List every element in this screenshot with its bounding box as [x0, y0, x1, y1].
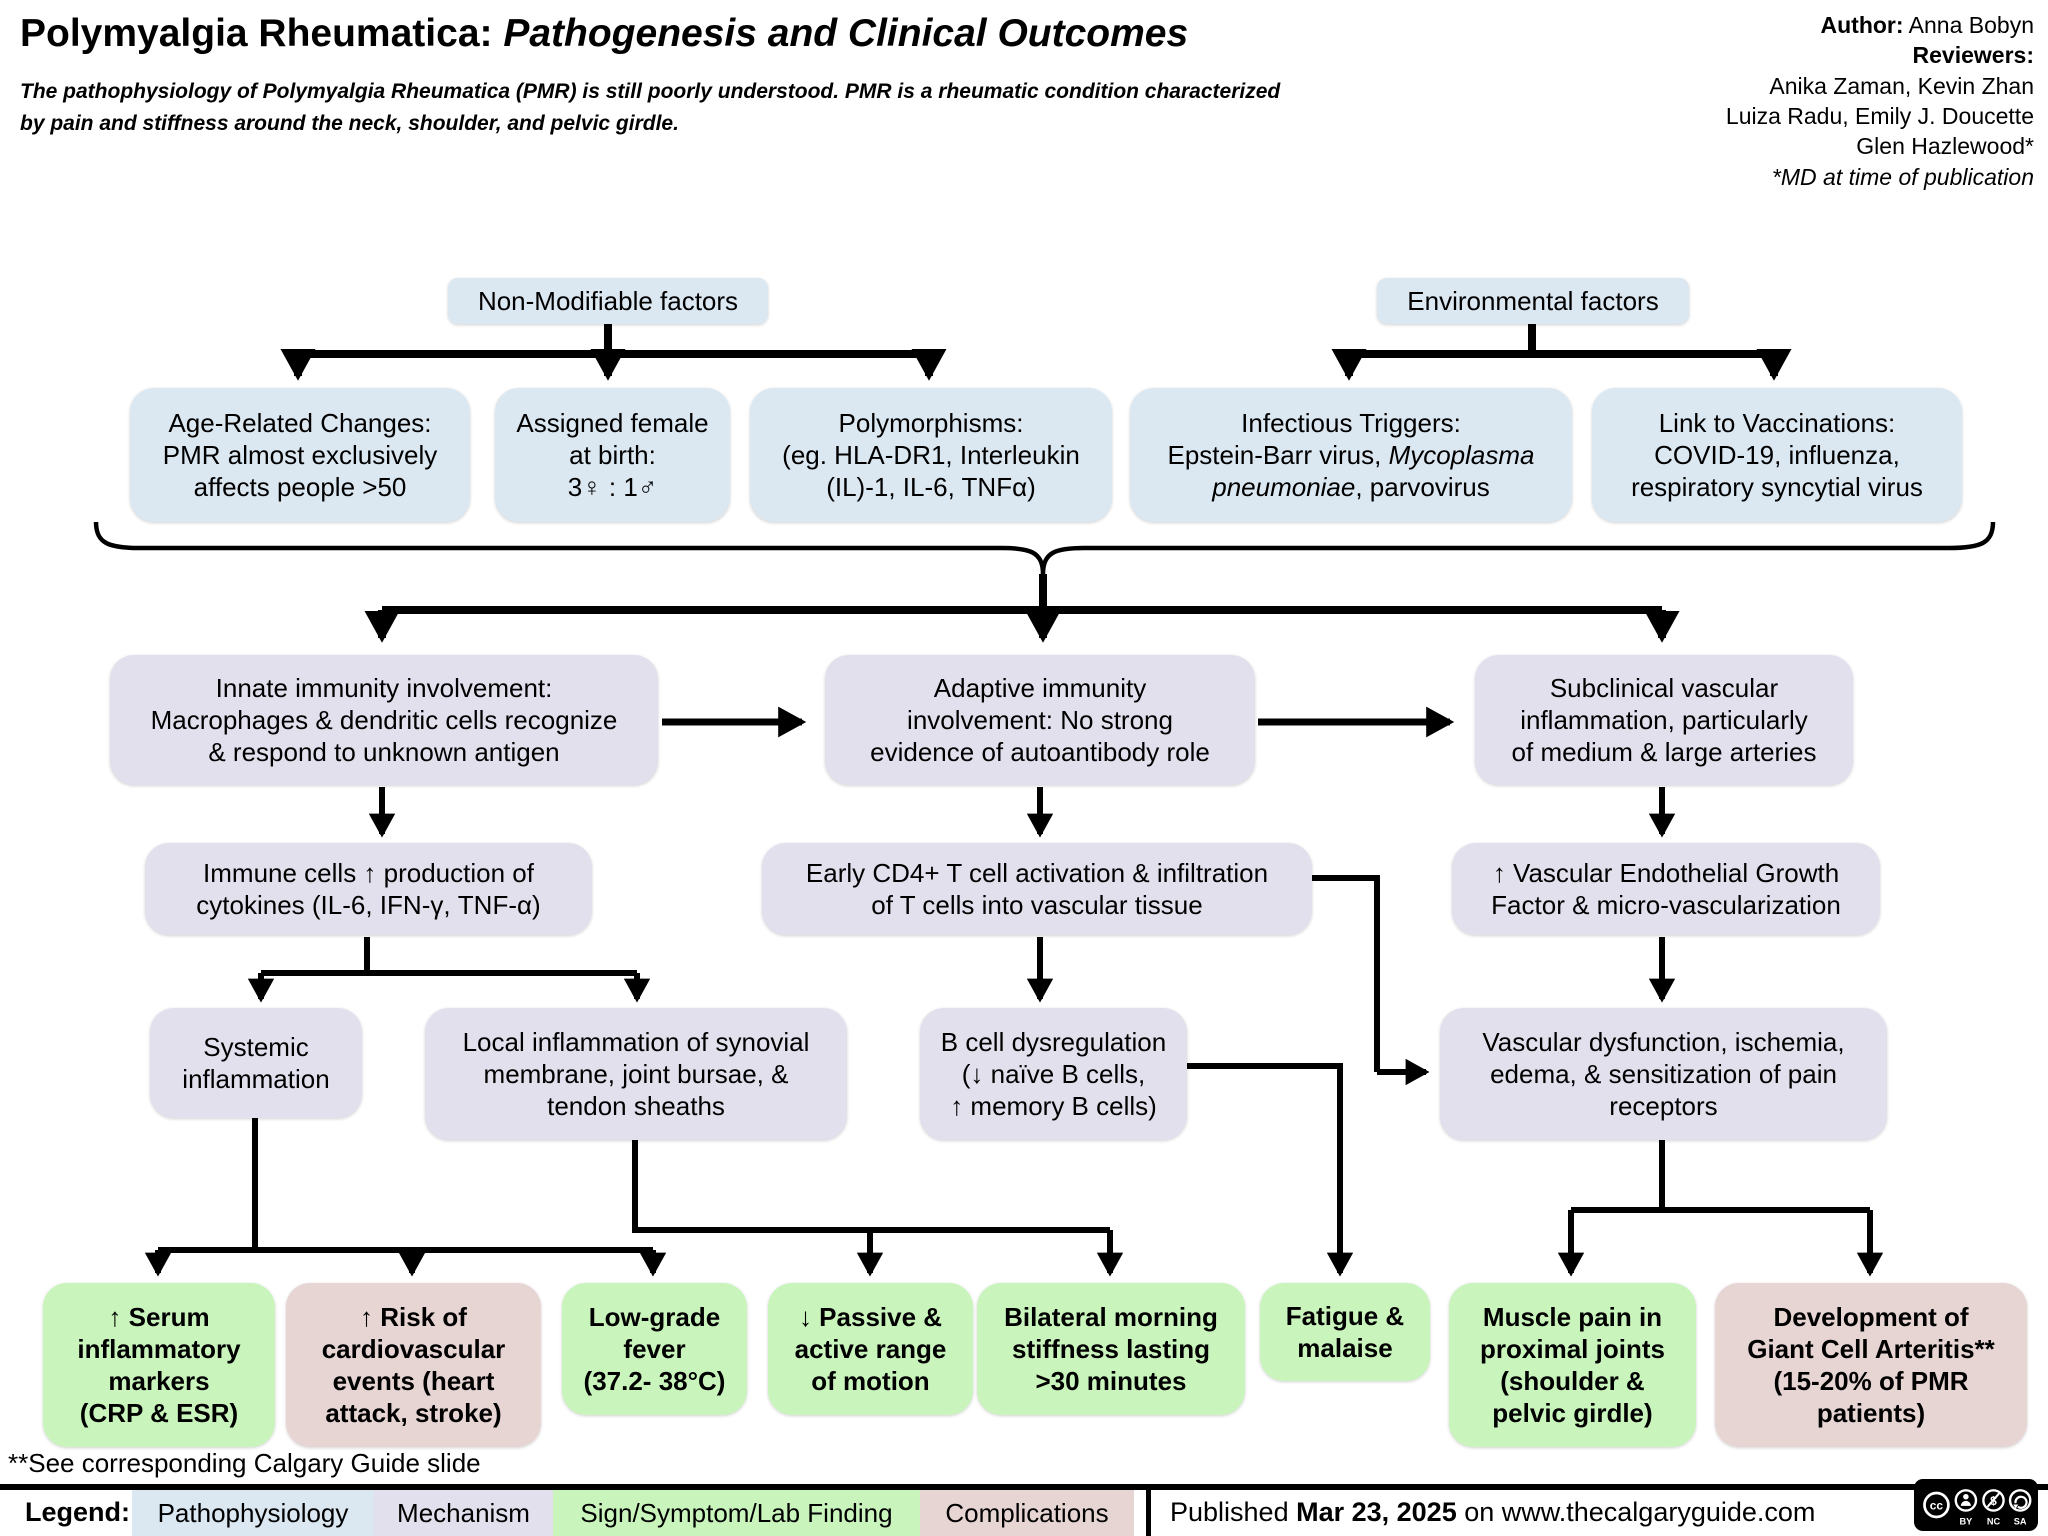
cc-by-nc-sa-icon: cc $ BY NC SA — [1923, 1489, 2032, 1526]
systemic-split-connector — [144, 1118, 667, 1277]
nonmodifiable-tree-connector — [280, 322, 947, 381]
node-cd4-t-cell-activation: Early CD4+ T cell activation & infiltrat… — [762, 843, 1312, 935]
author-label: Author: — [1820, 12, 1904, 38]
author-name: Anna Bobyn — [1903, 12, 2034, 38]
local-inflammation-connector — [632, 1140, 1124, 1277]
node-age-related-changes: Age-Related Changes:PMR almost exclusive… — [130, 388, 470, 522]
legend-item-pathophysiology: Pathophysiology — [132, 1490, 374, 1536]
main-split-connector — [364, 574, 1680, 643]
title-main: Polymyalgia Rheumatica: — [20, 12, 504, 55]
brace-connector — [93, 521, 1996, 575]
node-infectious-triggers: Infectious Triggers: Epstein-Barr virus,… — [1130, 388, 1572, 522]
md-note: *MD at time of publication — [1771, 163, 2034, 190]
cd4-connectors — [1026, 875, 1430, 1086]
node-vascular-dysfunction: Vascular dysfunction, ischemia,edema, & … — [1440, 1008, 1887, 1140]
reviewer-name: Anika Zaman, Kevin Zhan — [1769, 72, 2034, 99]
vascular-split-connector — [1557, 1140, 1884, 1277]
legend-item-sign-symptom: Sign/Symptom/Lab Finding — [553, 1490, 920, 1536]
page-title: Polymyalgia Rheumatica: Pathogenesis and… — [20, 12, 1188, 56]
node-environmental-factors: Environmental factors — [1377, 278, 1689, 324]
node-non-modifiable-factors: Non-Modifiable factors — [448, 278, 768, 324]
title-italic: Pathogenesis and Clinical Outcomes — [503, 12, 1189, 55]
environmental-tree-connector — [1331, 322, 1792, 381]
published-line: Published Mar 23, 2025 on www.thecalgary… — [1170, 1497, 1816, 1527]
legend-vertical-divider — [1146, 1490, 1151, 1536]
page-subtitle: The pathophysiology of Polymyalgia Rheum… — [20, 80, 1281, 135]
node-fatigue-malaise: Fatigue &malaise — [1260, 1283, 1430, 1381]
author-block: Author: Anna Bobyn Reviewers: Anika Zama… — [1726, 10, 2034, 192]
svg-text:NC: NC — [1987, 1516, 2001, 1526]
svg-text:cc: cc — [1930, 1499, 1944, 1513]
cytokines-split-connector — [247, 937, 651, 1003]
rowc-to-rowd-arrows — [368, 787, 1676, 838]
footnote: **See corresponding Calgary Guide slide — [8, 1448, 481, 1478]
node-b-cell-dysregulation: B cell dysregulation(↓ naïve B cells,↑ m… — [920, 1008, 1187, 1140]
legend-item-mechanism: Mechanism — [374, 1490, 553, 1536]
legend-item-complications: Complications — [920, 1490, 1134, 1536]
reviewer-name: Luiza Radu, Emily J. Doucette — [1725, 103, 2034, 130]
legend-label: Legend: — [25, 1497, 130, 1527]
bcell-to-fatigue-connector — [1187, 1063, 1354, 1277]
cc-license-badge: cc $ BY NC SA — [1914, 1479, 2038, 1531]
svg-text:BY: BY — [1959, 1516, 1972, 1526]
node-link-to-vaccinations: Link to Vaccinations:COVID-19, influenza… — [1592, 388, 1962, 522]
published-date: Mar 23, 2025 — [1296, 1497, 1457, 1527]
node-polymorphisms: Polymorphisms:(eg. HLA-DR1, Interleukin(… — [750, 388, 1112, 522]
reviewers-label: Reviewers: — [1912, 42, 2034, 69]
node-innate-immunity: Innate immunity involvement:Macrophages … — [110, 655, 658, 785]
svg-text:SA: SA — [2014, 1516, 2027, 1526]
legend-divider-rule — [0, 1484, 2048, 1490]
reviewer-name: Glen Hazlewood* — [1856, 133, 2034, 160]
